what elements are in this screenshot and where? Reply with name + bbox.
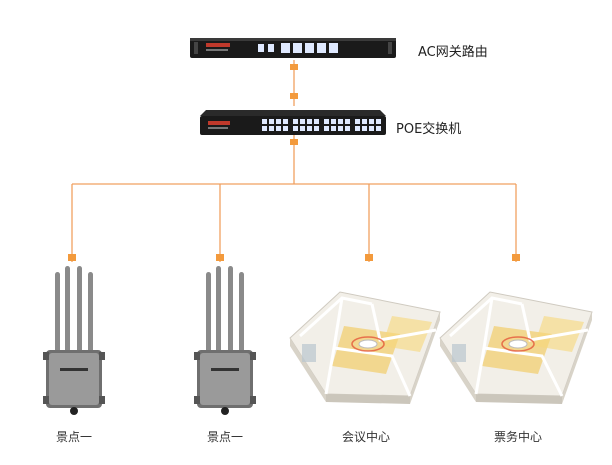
outdoor-ap-1	[43, 266, 105, 415]
link-drop-room2	[512, 184, 520, 262]
switch-port	[331, 126, 336, 131]
switch-port	[355, 119, 360, 124]
switch-port	[338, 119, 343, 124]
switch-port	[345, 119, 350, 124]
switch-port	[331, 119, 336, 124]
switch-port	[362, 119, 367, 124]
switch-port	[269, 126, 274, 131]
switch-port	[300, 126, 305, 131]
link-switch-bus	[72, 135, 516, 185]
switch-port	[262, 126, 267, 131]
router-label: AC网关路由	[418, 45, 488, 60]
room2-label: 票务中心	[493, 430, 543, 444]
switch-port	[355, 126, 360, 131]
floorplan-room-2	[439, 291, 593, 404]
switch-port	[269, 119, 274, 124]
switch-port	[283, 119, 288, 124]
switch-port	[376, 119, 381, 124]
switch-port	[300, 119, 305, 124]
outdoor-ap-2	[194, 266, 256, 415]
switch-port	[376, 126, 381, 131]
switch-port	[293, 126, 298, 131]
switch-port	[369, 126, 374, 131]
switch-port	[307, 119, 312, 124]
switch-port	[324, 126, 329, 131]
switch-port	[276, 119, 281, 124]
switch-port	[369, 119, 374, 124]
floorplan-room-1	[289, 291, 441, 404]
switch-port	[283, 126, 288, 131]
switch-port	[314, 126, 319, 131]
switch-port	[276, 126, 281, 131]
room1-label: 会议中心	[341, 430, 391, 444]
switch-label: POE交换机	[396, 122, 462, 137]
switch-port	[293, 119, 298, 124]
link-router-switch	[290, 60, 298, 106]
switch-device	[200, 110, 386, 135]
switch-port	[307, 126, 312, 131]
link-drop-room1	[365, 184, 373, 262]
switch-port	[338, 126, 343, 131]
ap2-label: 景点一	[206, 430, 244, 444]
switch-port	[345, 126, 350, 131]
switch-port	[262, 119, 267, 124]
link-drop-ap2	[216, 184, 224, 262]
link-drop-ap1	[68, 184, 76, 262]
switch-port	[362, 126, 367, 131]
switch-port	[314, 119, 319, 124]
switch-port	[324, 119, 329, 124]
router-device	[190, 38, 396, 58]
ap1-label: 景点一	[55, 430, 93, 444]
